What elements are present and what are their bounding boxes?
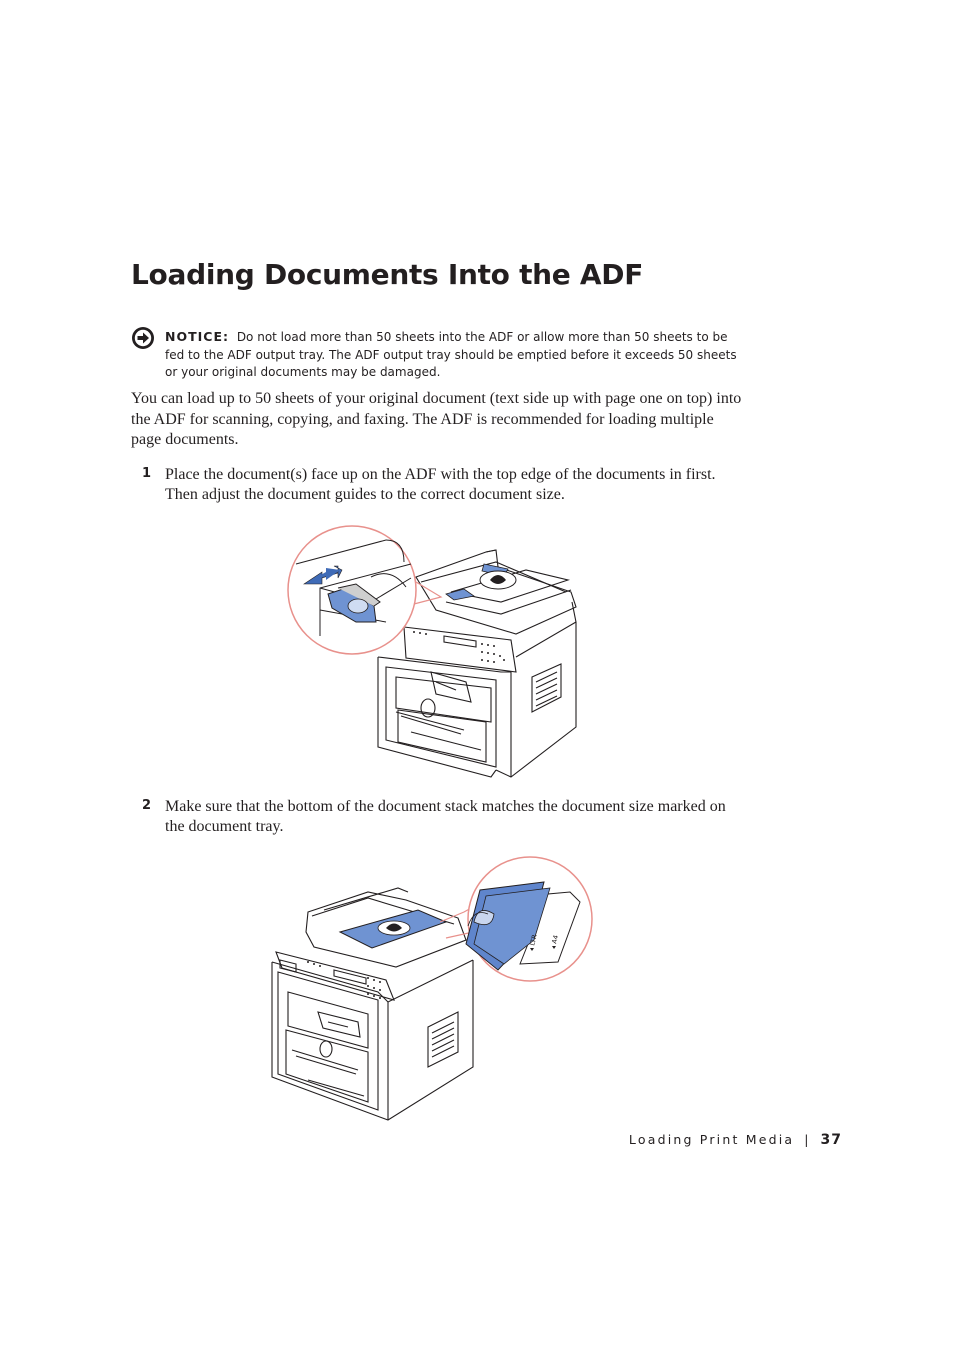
- document-tray-illustration: LTR A4: [271, 856, 593, 1121]
- notice-label: NOTICE:: [165, 329, 229, 344]
- step-text: Place the document(s) face up on the ADF…: [165, 466, 716, 503]
- page-title: Loading Documents Into the ADF: [131, 258, 644, 291]
- tray-label-ltr: LTR: [528, 933, 539, 946]
- step-number: 1: [142, 466, 152, 481]
- notice-arrow-icon: [132, 327, 154, 349]
- step-number: 2: [142, 798, 152, 813]
- page-number: 37: [820, 1132, 842, 1148]
- adf-guide-illustration: [287, 525, 577, 778]
- footer-section-title: Loading Print Media: [628, 1132, 795, 1147]
- notice-text-block: NOTICE: Do not load more than 50 sheets …: [165, 328, 745, 382]
- intro-paragraph: You can load up to 50 sheets of your ori…: [131, 390, 742, 449]
- notice-message: Do not load more than 50 sheets into the…: [165, 330, 737, 379]
- step-text: Make sure that the bottom of the documen…: [165, 798, 726, 835]
- tray-label-a4: A4: [550, 934, 560, 944]
- page-footer: Loading Print Media | 37: [629, 1132, 842, 1148]
- footer-separator: |: [804, 1132, 809, 1147]
